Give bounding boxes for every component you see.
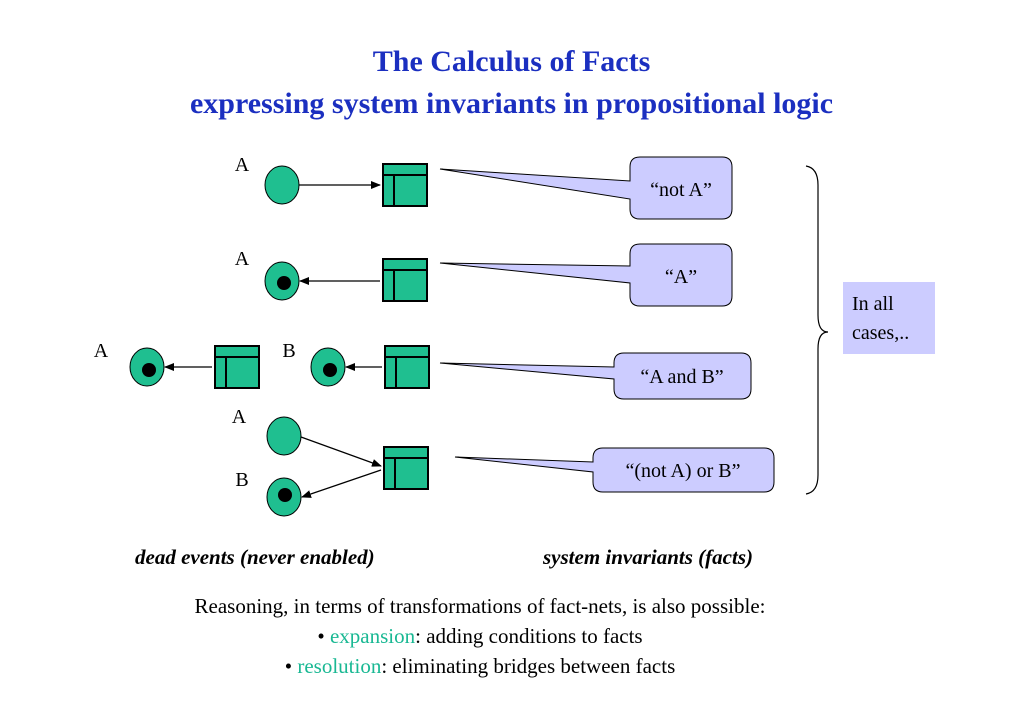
fact-transition — [382, 258, 428, 302]
place-label-a: A — [94, 340, 109, 362]
callout-text: “(not A) or B” — [626, 460, 741, 482]
callout-a: “A” — [439, 243, 733, 307]
expansion-text: : adding conditions to facts — [415, 624, 643, 648]
place-a-empty — [264, 165, 300, 205]
bullet-resolution: • resolution: eliminating bridges betwee… — [0, 651, 960, 681]
reasoning-intro: Reasoning, in terms of transformations o… — [194, 594, 766, 618]
place-label-a: A — [235, 154, 250, 176]
place-label-a: A — [235, 248, 250, 270]
place-a-marked — [264, 261, 300, 301]
callout-not-a: “not A” — [439, 156, 733, 220]
callout-text: “A and B” — [640, 366, 723, 388]
caption-system-invariants: system invariants (facts) — [543, 545, 753, 569]
place-b-marked — [266, 477, 302, 517]
slide-title: The Calculus of Facts — [372, 45, 651, 78]
right-brace — [805, 165, 829, 495]
fact-transition — [383, 446, 429, 490]
bullet: • — [284, 654, 293, 678]
callout-text: “not A” — [650, 179, 712, 201]
bullet-expansion: • expansion: adding conditions to facts — [0, 621, 960, 651]
summary-box: In all cases,.. — [843, 282, 935, 354]
resolution-term: resolution — [297, 654, 382, 678]
place-a-marked — [129, 347, 165, 387]
place-label-a: A — [232, 406, 247, 428]
summary-line-2: cases,.. — [852, 322, 909, 344]
arc — [300, 436, 382, 467]
place-label-b: B — [235, 469, 248, 491]
resolution-text: : eliminating bridges between facts — [381, 654, 676, 678]
fact-transition — [384, 345, 430, 389]
summary-line-1: In all — [852, 293, 894, 315]
arc — [301, 469, 382, 498]
place-b-marked — [310, 347, 346, 387]
callout-a-and-b: “A and B” — [439, 352, 752, 400]
fact-transition — [382, 163, 428, 207]
callout-text: “A” — [665, 266, 697, 288]
expansion-term: expansion — [329, 624, 416, 648]
callout-not-a-or-b: “(not A) or B” — [454, 447, 775, 493]
place-a-empty — [266, 416, 302, 456]
place-label-b: B — [282, 340, 295, 362]
slide-subtitle: expressing system invariants in proposit… — [189, 87, 834, 120]
bullet: • — [317, 624, 325, 648]
fact-transition — [214, 345, 260, 389]
caption-dead-events: dead events (never enabled) — [135, 545, 375, 569]
